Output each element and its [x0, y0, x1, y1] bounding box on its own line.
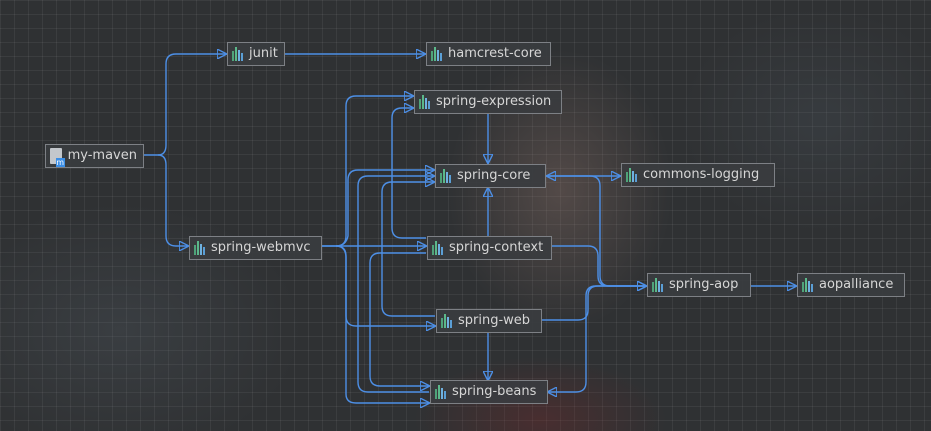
node-spring-webmvc[interactable]: spring-webmvc: [189, 236, 322, 260]
node-label: spring-aop: [669, 277, 739, 292]
maven-artifact-icon: [626, 168, 637, 182]
maven-artifact-icon: [802, 278, 813, 292]
node-spring-core[interactable]: spring-core: [435, 164, 546, 188]
edge-context-beans: [369, 252, 429, 386]
maven-artifact-icon: [432, 241, 443, 255]
edge-my-maven-spring-webmvc: [157, 154, 188, 246]
node-label: spring-context: [449, 240, 544, 255]
node-spring-aop[interactable]: spring-aop: [647, 273, 751, 297]
edge-context-aop: [552, 245, 646, 286]
maven-module-icon: [50, 148, 65, 167]
node-label: my-maven: [67, 148, 137, 163]
edge-web-core: [381, 182, 435, 317]
node-my-maven[interactable]: my-maven: [45, 144, 144, 168]
edge-my-maven-junit: [144, 54, 226, 156]
node-label: hamcrest-core: [448, 46, 542, 61]
node-label: spring-web: [458, 313, 531, 328]
maven-artifact-icon: [435, 385, 446, 399]
edge-context-expression: [391, 108, 426, 239]
node-label: spring-core: [457, 168, 531, 183]
maven-artifact-icon: [419, 95, 430, 109]
node-label: spring-webmvc: [211, 240, 311, 255]
node-label: junit: [249, 46, 278, 61]
node-spring-context[interactable]: spring-context: [427, 236, 552, 260]
node-label: commons-logging: [643, 167, 760, 182]
node-spring-web[interactable]: spring-web: [436, 309, 542, 333]
node-spring-beans[interactable]: spring-beans: [430, 380, 548, 404]
maven-artifact-icon: [194, 241, 205, 255]
edge-beans-core: [357, 176, 434, 393]
edge-webmvc-spring-expression: [322, 96, 413, 247]
maven-artifact-icon: [652, 278, 663, 292]
edge-webmvc-spring-beans: [335, 245, 429, 403]
node-label: spring-expression: [436, 94, 552, 109]
maven-artifact-icon: [441, 314, 452, 328]
node-label: aopalliance: [819, 277, 894, 292]
node-aopalliance[interactable]: aopalliance: [797, 273, 905, 297]
node-commons-logging[interactable]: commons-logging: [621, 163, 775, 187]
edge-aop-core: [547, 176, 646, 287]
node-hamcrest-core[interactable]: hamcrest-core: [426, 42, 551, 66]
edge-web-aop: [542, 286, 646, 321]
maven-artifact-icon: [440, 169, 451, 183]
node-junit[interactable]: junit: [227, 42, 285, 66]
edge-webmvc-spring-core: [335, 170, 434, 247]
maven-artifact-icon: [232, 47, 243, 61]
node-spring-expression[interactable]: spring-expression: [414, 90, 562, 114]
maven-artifact-icon: [431, 47, 442, 61]
edge-aop-beans: [548, 285, 646, 392]
node-label: spring-beans: [452, 384, 537, 399]
